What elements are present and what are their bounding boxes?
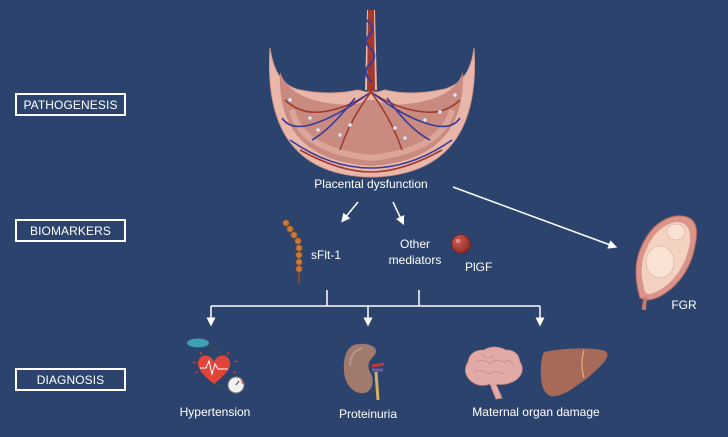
stage-label-text: DIAGNOSIS xyxy=(36,372,105,387)
pregnant-uterus-fetus-icon xyxy=(635,215,698,310)
sflt1-protein-chain-icon xyxy=(282,219,303,283)
heart-blood-pressure-icon xyxy=(187,338,245,394)
arrow-to-other-mediators xyxy=(392,201,405,226)
plgf-sphere-icon xyxy=(451,234,471,254)
brain-icon xyxy=(465,346,523,400)
stage-label-text: PATHOGENESIS xyxy=(23,97,118,112)
placental-dysfunction-label: Placental dysfunction xyxy=(314,177,428,191)
hypertension-label: Hypertension xyxy=(179,405,251,419)
proteinuria-label: Proteinuria xyxy=(338,407,398,421)
kidney-icon xyxy=(343,343,385,401)
other-mediators-label-line2: mediators xyxy=(388,253,442,267)
stage-label-biomarkers: BIOMARKERS xyxy=(15,219,126,242)
diagnosis-connector xyxy=(206,290,545,327)
stage-label-text: BIOMARKERS xyxy=(29,223,111,238)
arrow-to-fgr xyxy=(452,186,618,249)
maternal-organ-damage-label: Maternal organ damage xyxy=(472,405,600,419)
placenta-icon xyxy=(268,10,476,178)
sflt1-label: sFlt-1 xyxy=(311,248,341,262)
fgr-label: FGR xyxy=(671,298,697,312)
arrow-to-sflt1 xyxy=(341,201,359,223)
stage-label-diagnosis: DIAGNOSIS xyxy=(15,368,126,391)
liver-icon xyxy=(540,348,608,397)
stage-label-pathogenesis: PATHOGENESIS xyxy=(15,93,126,116)
other-mediators-label-line1: Other xyxy=(399,237,431,251)
plgf-label: PlGF xyxy=(465,260,493,274)
